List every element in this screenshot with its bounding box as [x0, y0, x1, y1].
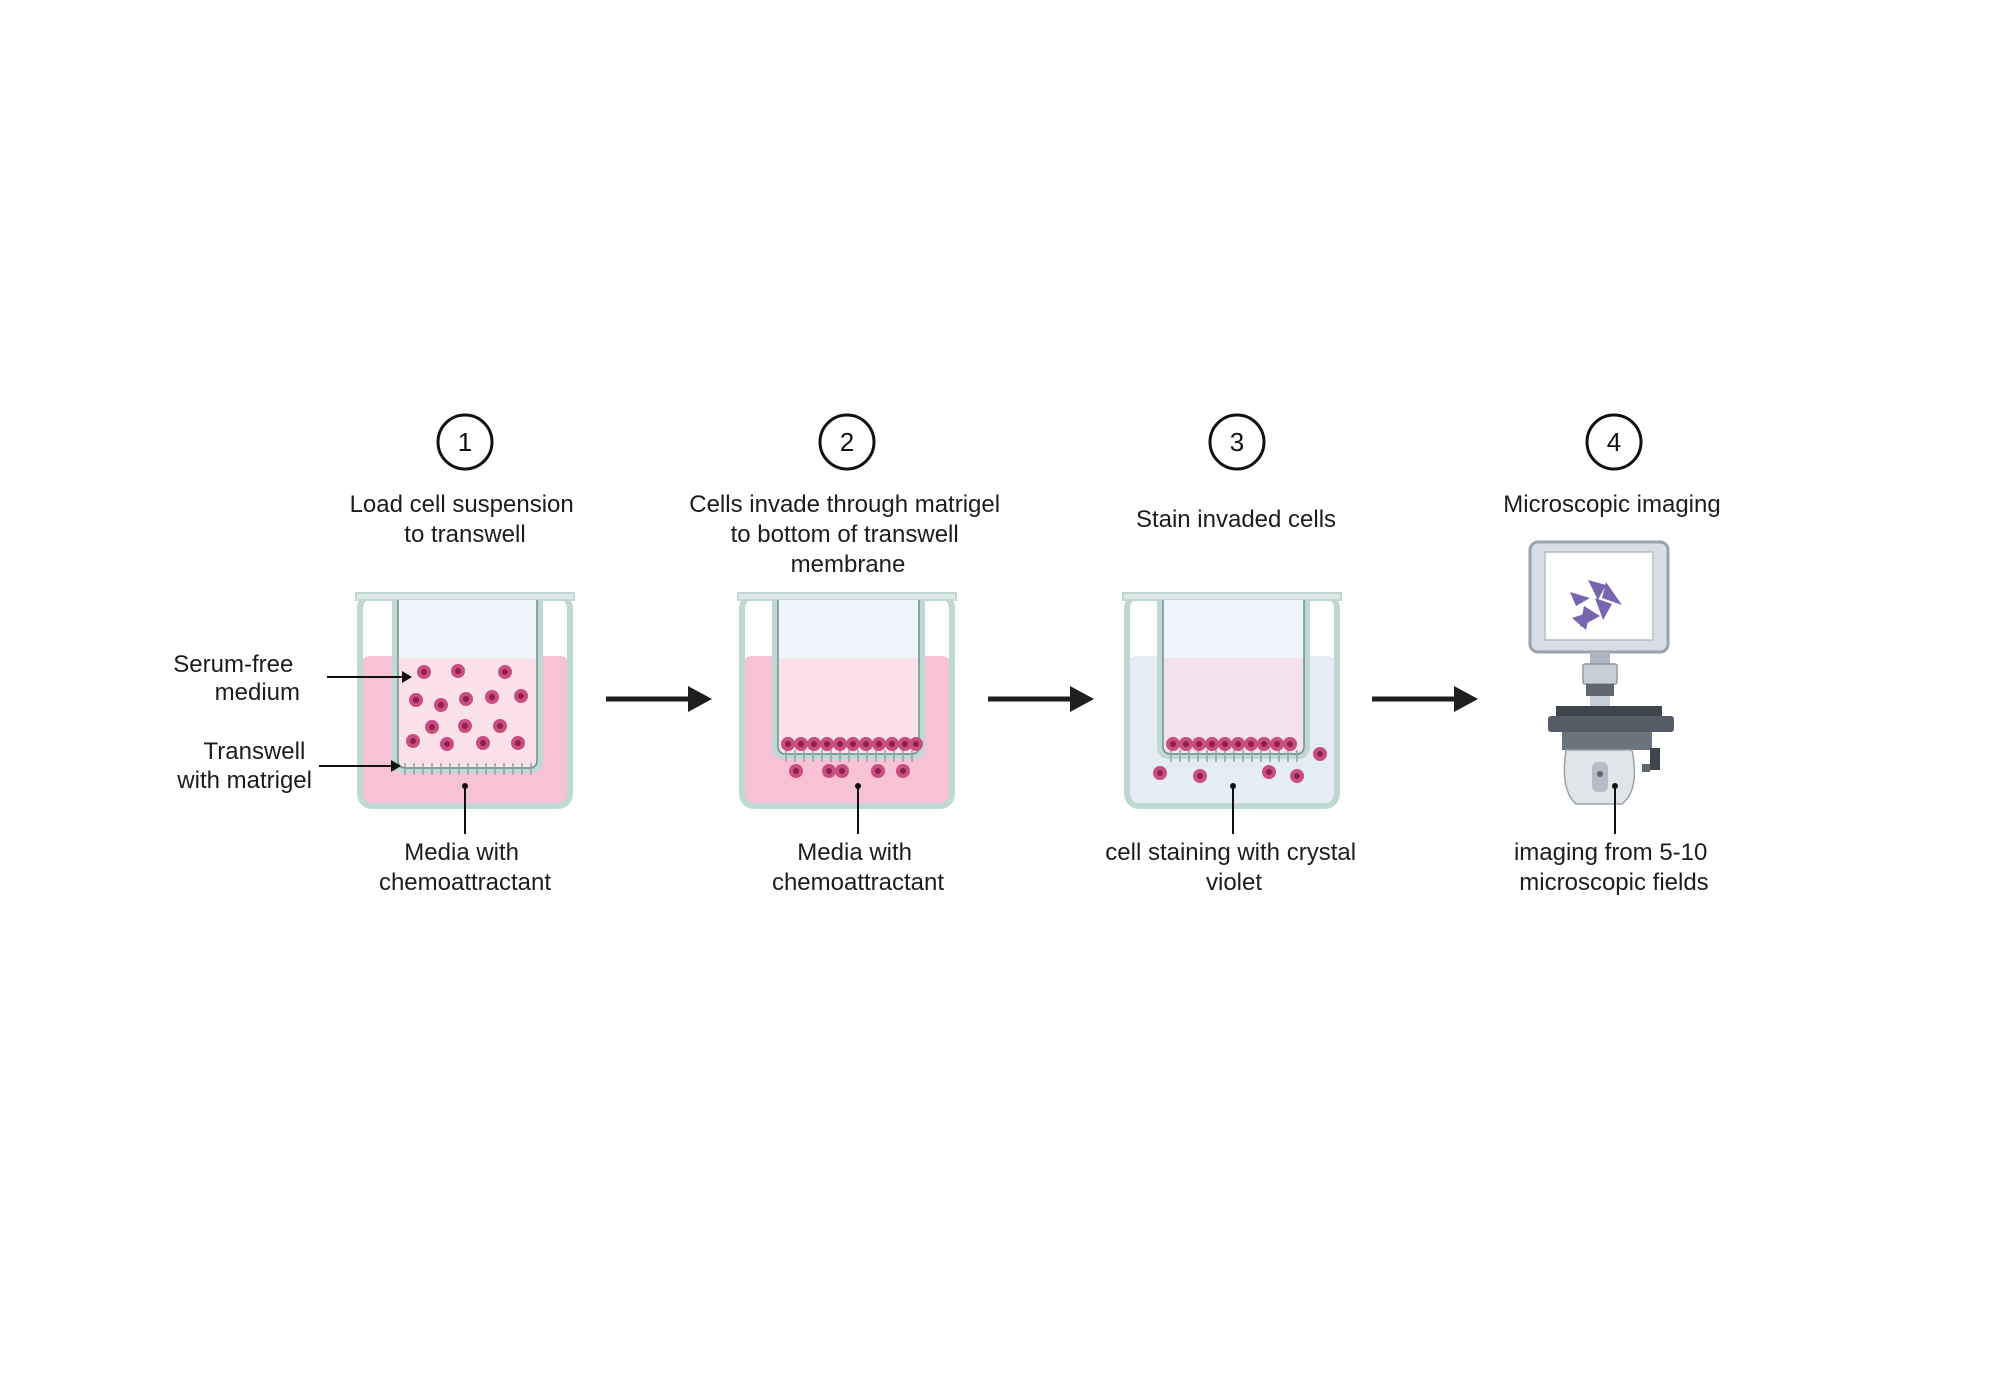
- svg-text:3: 3: [1230, 427, 1244, 457]
- membrane-1: [404, 763, 532, 775]
- step-4: 4 Microscopic imaging: [1503, 413, 1721, 896]
- svg-text:2: 2: [840, 427, 854, 457]
- cell-image: [1570, 580, 1622, 630]
- membrane-2: [785, 750, 913, 762]
- transwell-well-3: [1122, 592, 1342, 809]
- svg-text:cell staining with crystal: cell staining with crystal violet: [1105, 839, 1362, 896]
- step-1-number: 1: [436, 413, 494, 471]
- membrane-3: [1170, 750, 1298, 762]
- svg-text:Serum-free medium: Serum-free medium: [173, 651, 300, 706]
- svg-text:1: 1: [458, 427, 472, 457]
- callout-media-1: Media with chemoattractant: [379, 783, 551, 896]
- step-4-number: 4: [1585, 413, 1643, 471]
- cells-top-layer-3: [1166, 737, 1297, 751]
- cells-invaded-2: [789, 764, 910, 778]
- step-1-title: Load cell suspension to transwell: [350, 491, 581, 548]
- step-4-title: Microscopic imaging: [1503, 491, 1720, 518]
- cells-top-layer-2: [781, 737, 923, 751]
- svg-text:Media with chemoattrac: Media with chemoattractant: [379, 839, 551, 896]
- transwell-well-1: [355, 592, 575, 809]
- step-2: 2 Cells invade through matrigel to botto…: [689, 413, 1007, 896]
- callout-media-2: Media with chemoattractant: [772, 783, 944, 896]
- callout-staining-3: cell staining with crystal violet: [1105, 783, 1362, 896]
- svg-text:4: 4: [1607, 427, 1621, 457]
- step-1: 1 Load cell suspension to transwell: [173, 413, 581, 896]
- label-serum-free: Serum-free medium: [173, 651, 412, 706]
- step-2-title: Cells invade through matrigel to bottom …: [689, 491, 1007, 578]
- microscope-icon: [1528, 540, 1674, 805]
- transwell-well-2: [737, 592, 957, 809]
- step-2-number: 2: [818, 413, 876, 471]
- svg-text:Media with chemoattrac: Media with chemoattractant: [772, 839, 944, 896]
- label-transwell: Transwell with matrigel: [176, 738, 401, 794]
- flow-arrow-1: [606, 686, 712, 712]
- step-3-title: Stain invaded cells: [1136, 506, 1336, 533]
- flow-arrow-3: [1372, 686, 1478, 712]
- step-3-number: 3: [1208, 413, 1266, 471]
- cells-suspended-1: [406, 664, 528, 751]
- flow-arrow-2: [988, 686, 1094, 712]
- callout-imaging-4: imaging from 5-10 microscopic fields: [1514, 783, 1714, 896]
- svg-text:Transwell with matrige: Transwell with matrigel: [176, 738, 312, 794]
- cells-stained-3: [1153, 747, 1327, 783]
- step-3: 3 Stain invaded cells: [1105, 413, 1362, 896]
- svg-text:imaging from 5-10 micr: imaging from 5-10 microscopic fields: [1514, 839, 1714, 896]
